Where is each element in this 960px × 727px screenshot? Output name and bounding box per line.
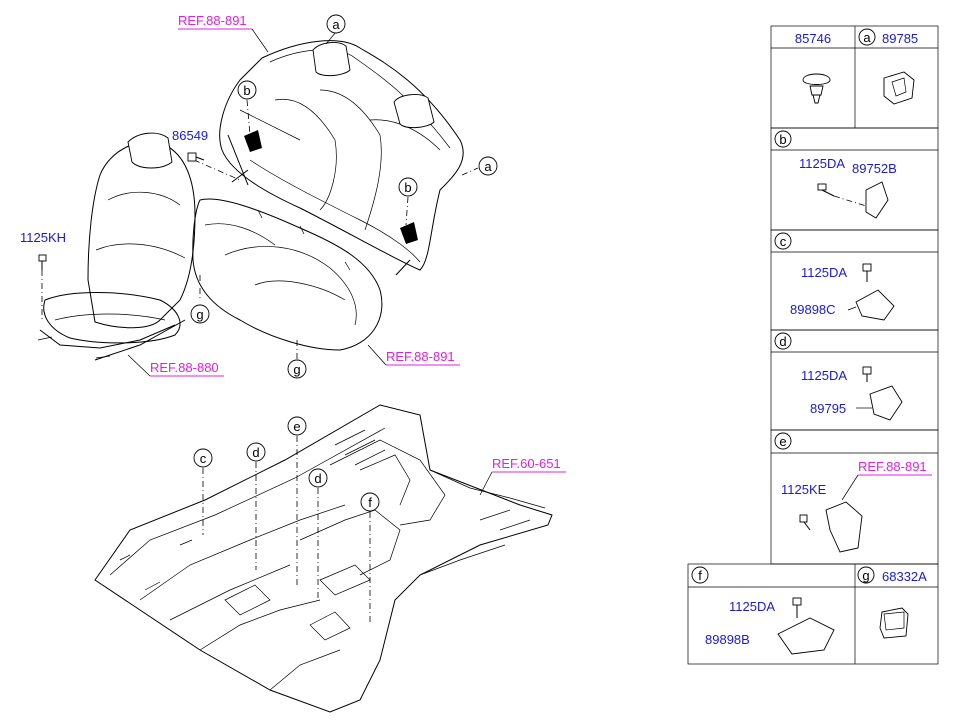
table-cell-g: g 68332A [857,566,927,639]
callout-g-label: g [862,568,869,583]
part-number: 89898C [790,302,836,317]
callout-f-label: f [698,568,702,583]
callout-a-label: a [484,159,492,174]
table-cell-a-89785: a 89785 [858,28,918,105]
part-number: 1125KE [781,482,827,497]
part-number: 1125DA [801,368,847,383]
callout-b-left: b [237,80,257,100]
table-cell-b: b 1125DA 89752B [774,130,897,219]
callout-a-top: a [326,14,346,34]
part-number: 1125DA [801,265,847,280]
callout-c-label: c [780,234,787,249]
ref-text: REF.60-651 [492,456,561,471]
part-number: 85746 [795,31,831,46]
callout-d-label: d [252,445,259,460]
callout-g-center: g [287,359,307,379]
part-number: 1125DA [729,599,775,614]
ref-text: REF.88-891 [178,13,247,28]
callout-d-label: d [314,471,321,486]
ref-rear-cushion[interactable]: REF.88-891 [367,344,460,366]
part-table [687,25,939,665]
callout-b-label: b [243,83,250,98]
callout-c-label: c [200,451,207,466]
front-seat [37,132,196,361]
rear-seat-back [219,40,464,276]
part-number: 1125DA [799,156,845,171]
ref-text: REF.88-891 [858,459,927,474]
part-number: 89785 [882,31,918,46]
callout-d-floor-2: d [308,468,328,488]
ref-text: REF.88-891 [386,349,455,364]
part-number: 86549 [172,128,208,143]
table-cell-f: f 1125DA 89898B [691,566,835,655]
callout-e-label: e [779,434,786,449]
ref-text: REF.88-880 [150,360,219,375]
floor-pan [94,404,553,713]
callout-g-left: g [190,304,210,324]
ref-front-seat[interactable]: REF.88-880 [127,354,224,377]
callout-d-label: d [779,334,786,349]
leader-lines [41,31,479,622]
ref-rear-seat-top[interactable]: REF.88-891 [178,13,269,53]
callout-f-label: f [368,495,372,510]
callout-g-label: g [196,307,203,322]
callout-e-label: e [293,419,300,434]
table-cell-85746: 85746 [795,31,831,104]
table-cell-d: d 1125DA 89795 [774,332,903,421]
part-number: 89752B [852,161,897,176]
part-1125KH: 1125KH [20,230,66,270]
callout-a-right: a [478,156,498,176]
callout-a-label: a [863,30,871,45]
callout-c-floor: c [193,448,213,468]
part-number: 1125KH [20,230,66,245]
callout-b-label: b [779,132,786,147]
rear-seat-cushion [192,198,383,351]
part-number: 89898B [705,632,750,647]
callout-b-label: b [404,180,411,195]
callout-g-label: g [293,362,300,377]
callout-d-floor-1: d [246,442,266,462]
part-86549: 86549 [172,128,208,162]
callout-f-floor: f [360,492,380,512]
part-number: 68332A [882,569,927,584]
table-cell-e: e REF.88-891 1125KE [774,432,932,553]
callout-e-floor: e [287,416,307,436]
callout-b-right: b [398,177,418,197]
part-number: 89795 [810,401,846,416]
ref-floor[interactable]: REF.60-651 [479,456,566,496]
table-cell-c: c 1125DA 89898C [774,232,895,321]
callout-a-label: a [332,17,340,32]
